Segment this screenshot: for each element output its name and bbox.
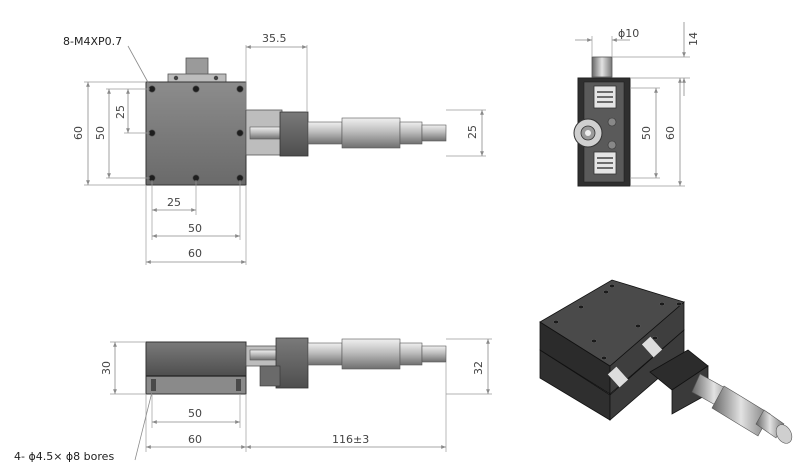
isometric-view [539,279,793,444]
dim-front-travel-116: 116±3 [332,433,369,446]
iso-hole [553,320,559,325]
mounting-hole [236,85,244,93]
top-knob [167,57,227,83]
dim-top-micrometer-25: 25 [466,125,479,139]
dim-front-height-32: 32 [472,361,485,375]
iso-hole [601,356,607,361]
dim-side-knob-dia: ϕ10 [618,27,639,40]
top-view-dimensions: 35.5 60 50 25 25 25 50 60 8-M4XP0.7 [63,32,486,265]
note-tapped-holes: 8-M4XP0.7 [63,35,122,48]
dim-top-width-50: 50 [188,222,202,235]
dim-top-width-60: 60 [188,247,202,260]
mounting-hole [236,129,244,137]
iso-hole [635,324,641,329]
dim-side-height-60: 60 [664,126,677,140]
iso-hole [652,336,658,341]
micrometer-top [245,109,447,157]
iso-hole [609,284,615,289]
iso-hole [659,302,665,307]
stage-plate-top [145,81,247,186]
note-bores: 4- ϕ4.5× ϕ8 bores [14,450,114,463]
iso-hole [591,339,597,344]
dim-top-height-60: 60 [72,126,85,140]
dim-front-width-60: 60 [188,433,202,446]
iso-hole [603,290,609,295]
dim-front-height-30: 30 [100,361,113,375]
dim-top-width-25: 25 [167,196,181,209]
side-view-dimensions: ϕ10 14 50 60 [575,22,700,187]
side-view [573,56,631,187]
mounting-hole [192,85,200,93]
top-view [145,57,447,186]
dim-side-knob-h: 14 [687,32,700,46]
dim-top-35-5: 35.5 [262,32,287,45]
dim-side-height-50: 50 [640,126,653,140]
iso-hole [578,305,584,310]
dim-top-height-50: 50 [94,126,107,140]
front-view-dimensions: 30 32 50 60 116±3 4- ϕ4.5× ϕ8 bores [14,338,492,463]
iso-hole [676,302,682,307]
front-view [145,337,447,395]
iso-top-face [539,279,685,367]
dim-top-height-25: 25 [114,105,127,119]
dim-front-width-50: 50 [188,407,202,420]
iso-holes [553,284,682,361]
